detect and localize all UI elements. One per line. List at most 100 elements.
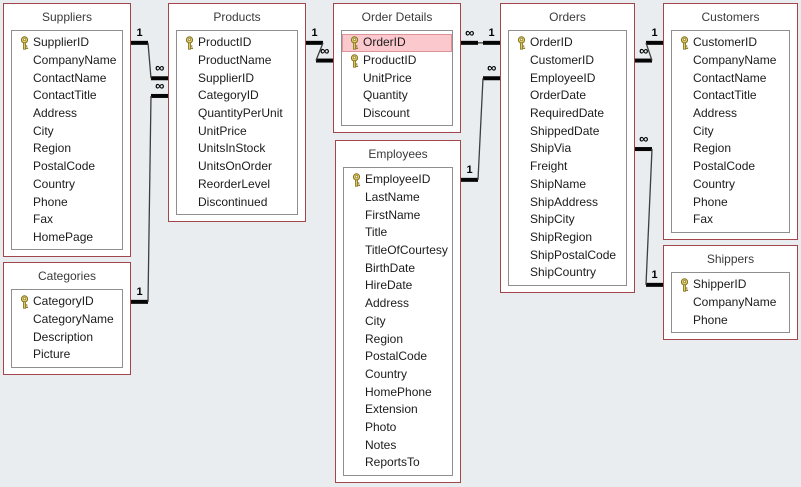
relationship-line[interactable]	[477, 78, 484, 180]
field-row-customers-address[interactable]: Address	[672, 105, 789, 123]
table-title-categories[interactable]: Categories	[37, 269, 97, 283]
field-row-products-unitsinstock[interactable]: UnitsInStock	[177, 140, 297, 158]
field-row-products-unitprice[interactable]: UnitPrice	[177, 122, 297, 140]
join-bar-many[interactable]	[151, 76, 168, 81]
relationship-line[interactable]	[315, 42, 324, 61]
field-row-orders-shippeddate[interactable]: ShippedDate	[509, 122, 626, 140]
field-row-orders-shipregion[interactable]: ShipRegion	[509, 229, 626, 247]
field-row-employees-reportsto[interactable]: ReportsTo	[344, 454, 452, 472]
field-row-shippers-companyname[interactable]: CompanyName	[672, 294, 789, 312]
field-row-products-productid[interactable]: ProductID	[177, 34, 297, 52]
table-title-shippers[interactable]: Shippers	[706, 252, 755, 266]
join-bar-many[interactable]	[635, 58, 652, 63]
field-row-employees-hiredate[interactable]: HireDate	[344, 277, 452, 295]
join-bar-one[interactable]	[461, 177, 478, 182]
join-bar-many[interactable]	[461, 40, 478, 45]
field-row-orders-employeeid[interactable]: EmployeeID	[509, 69, 626, 87]
field-row-customers-region[interactable]: Region	[672, 140, 789, 158]
field-row-categories-categoryid[interactable]: CategoryID	[12, 293, 122, 311]
join-bar-one[interactable]	[646, 282, 663, 287]
field-row-suppliers-address[interactable]: Address	[12, 105, 122, 123]
field-row-employees-firstname[interactable]: FirstName	[344, 206, 452, 224]
table-title-orders[interactable]: Orders	[549, 10, 586, 24]
field-row-employees-employeeid[interactable]: EmployeeID	[344, 171, 452, 189]
field-row-customers-postalcode[interactable]: PostalCode	[672, 158, 789, 176]
join-bar-many[interactable]	[483, 76, 500, 81]
field-row-orders-shipaddress[interactable]: ShipAddress	[509, 193, 626, 211]
relationship-line[interactable]	[645, 42, 653, 61]
table-title-employees[interactable]: Employees	[368, 147, 428, 161]
relationship-line[interactable]	[147, 95, 152, 302]
field-row-shippers-phone[interactable]: Phone	[672, 311, 789, 329]
field-row-suppliers-fax[interactable]: Fax	[12, 211, 122, 229]
field-row-orders-shipcountry[interactable]: ShipCountry	[509, 264, 626, 282]
field-row-employees-city[interactable]: City	[344, 313, 452, 331]
field-row-orders-freight[interactable]: Freight	[509, 158, 626, 176]
relationship-line[interactable]	[645, 149, 653, 285]
field-row-employees-postalcode[interactable]: PostalCode	[344, 348, 452, 366]
field-row-employees-homephone[interactable]: HomePhone	[344, 383, 452, 401]
field-row-customers-companyname[interactable]: CompanyName	[672, 52, 789, 70]
field-row-categories-description[interactable]: Description	[12, 328, 122, 346]
field-row-shippers-shipperid[interactable]: ShipperID	[672, 276, 789, 294]
field-row-order_details-discount[interactable]: Discount	[342, 105, 452, 123]
join-bar-many[interactable]	[151, 93, 168, 98]
field-row-customers-contacttitle[interactable]: ContactTitle	[672, 87, 789, 105]
field-row-order_details-unitprice[interactable]: UnitPrice	[342, 69, 452, 87]
join-bar-one[interactable]	[131, 40, 148, 45]
join-bar-many[interactable]	[635, 147, 652, 152]
field-row-employees-birthdate[interactable]: BirthDate	[344, 259, 452, 277]
field-row-suppliers-city[interactable]: City	[12, 122, 122, 140]
field-row-employees-country[interactable]: Country	[344, 366, 452, 384]
field-row-order_details-orderid[interactable]: OrderID	[342, 34, 452, 52]
field-row-order_details-quantity[interactable]: Quantity	[342, 87, 452, 105]
join-bar-one[interactable]	[483, 40, 500, 45]
field-row-orders-shippostalcode[interactable]: ShipPostalCode	[509, 246, 626, 264]
field-row-employees-extension[interactable]: Extension	[344, 401, 452, 419]
field-row-products-quantityperunit[interactable]: QuantityPerUnit	[177, 105, 297, 123]
field-row-suppliers-region[interactable]: Region	[12, 140, 122, 158]
field-row-employees-titleofcourtesy[interactable]: TitleOfCourtesy	[344, 242, 452, 260]
field-row-employees-address[interactable]: Address	[344, 295, 452, 313]
field-row-customers-city[interactable]: City	[672, 122, 789, 140]
field-row-categories-picture[interactable]: Picture	[12, 346, 122, 364]
field-row-suppliers-country[interactable]: Country	[12, 176, 122, 194]
field-row-suppliers-phone[interactable]: Phone	[12, 193, 122, 211]
field-row-orders-orderid[interactable]: OrderID	[509, 34, 626, 52]
field-row-orders-shipvia[interactable]: ShipVia	[509, 140, 626, 158]
field-row-suppliers-contactname[interactable]: ContactName	[12, 69, 122, 87]
field-row-suppliers-postalcode[interactable]: PostalCode	[12, 158, 122, 176]
field-row-suppliers-companyname[interactable]: CompanyName	[12, 52, 122, 70]
join-bar-many[interactable]	[316, 58, 333, 63]
relationship-line[interactable]	[147, 42, 152, 79]
table-title-customers[interactable]: Customers	[701, 10, 760, 24]
field-row-products-productname[interactable]: ProductName	[177, 52, 297, 70]
field-row-order_details-productid[interactable]: ProductID	[342, 52, 452, 70]
field-row-suppliers-contacttitle[interactable]: ContactTitle	[12, 87, 122, 105]
field-row-customers-customerid[interactable]: CustomerID	[672, 34, 789, 52]
table-title-suppliers[interactable]: Suppliers	[41, 10, 93, 24]
field-row-employees-photo[interactable]: Photo	[344, 419, 452, 437]
field-row-employees-lastname[interactable]: LastName	[344, 189, 452, 207]
field-row-orders-shipcity[interactable]: ShipCity	[509, 211, 626, 229]
field-row-customers-fax[interactable]: Fax	[672, 211, 789, 229]
field-row-customers-country[interactable]: Country	[672, 176, 789, 194]
field-row-products-unitsonorder[interactable]: UnitsOnOrder	[177, 158, 297, 176]
join-bar-one[interactable]	[646, 40, 663, 45]
field-row-orders-customerid[interactable]: CustomerID	[509, 52, 626, 70]
field-row-products-discontinued[interactable]: Discontinued	[177, 193, 297, 211]
table-title-order_details[interactable]: Order Details	[361, 10, 433, 24]
field-row-employees-title[interactable]: Title	[344, 224, 452, 242]
field-row-orders-requireddate[interactable]: RequiredDate	[509, 105, 626, 123]
join-bar-one[interactable]	[306, 40, 323, 45]
field-row-products-supplierid[interactable]: SupplierID	[177, 69, 297, 87]
field-row-suppliers-homepage[interactable]: HomePage	[12, 229, 122, 247]
field-row-suppliers-supplierid[interactable]: SupplierID	[12, 34, 122, 52]
field-row-orders-shipname[interactable]: ShipName	[509, 176, 626, 194]
